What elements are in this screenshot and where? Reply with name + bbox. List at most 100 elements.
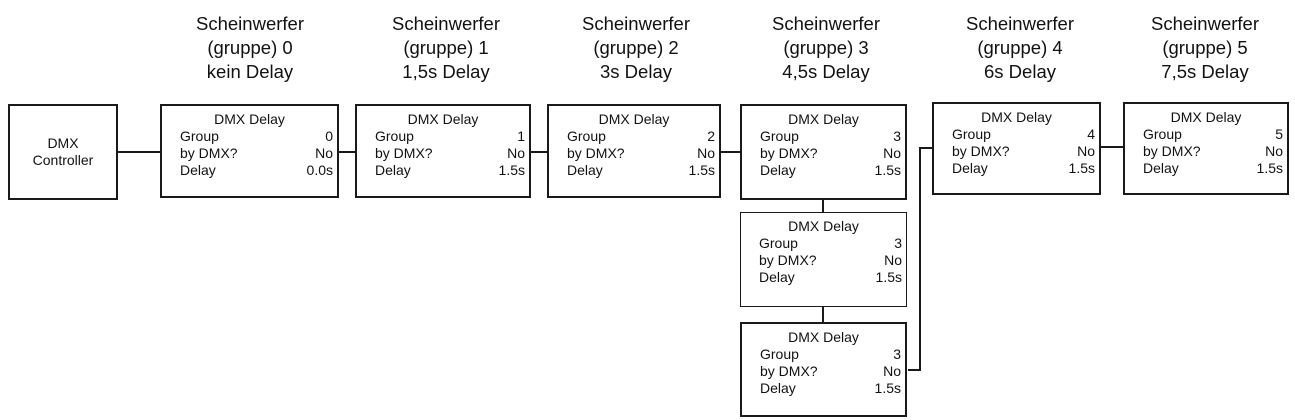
header-group-5: Scheinwerfer (gruppe) 5 7,5s Delay bbox=[1105, 12, 1295, 84]
box-row-delay: Delay 1.5s bbox=[742, 380, 905, 397]
header-line: Scheinwerfer bbox=[1151, 13, 1259, 34]
row-label: Group bbox=[952, 126, 991, 142]
dmx-controller-box: DMX Controller bbox=[8, 104, 118, 200]
row-value: 5 bbox=[1275, 126, 1283, 142]
row-label: Delay bbox=[375, 162, 411, 178]
link-g3c-g4 bbox=[908, 147, 932, 371]
box-title: DMX Delay bbox=[788, 218, 859, 234]
row-label: Group bbox=[180, 128, 219, 144]
box-title: DMX Delay bbox=[214, 111, 285, 127]
header-line: Scheinwerfer bbox=[772, 13, 880, 34]
row-label: Group bbox=[1143, 126, 1182, 142]
row-label: Group bbox=[760, 346, 799, 362]
box-row-by-dmx: by DMX? No bbox=[741, 252, 906, 269]
row-label: Delay bbox=[760, 380, 796, 396]
dmx-delay-box-group-1: DMX Delay Group 1 by DMX?No Delay 1.5s bbox=[355, 104, 531, 198]
row-label: by DMX? bbox=[952, 143, 1010, 159]
row-value: 1.5s bbox=[874, 162, 901, 178]
row-label: Group bbox=[760, 128, 799, 144]
header-group-2: Scheinwerfer (gruppe) 2 3s Delay bbox=[536, 12, 736, 84]
row-value: 1.5s bbox=[875, 269, 902, 285]
row-value: No bbox=[697, 145, 715, 161]
box-row-by-dmx: by DMX? No bbox=[1125, 143, 1287, 160]
row-label: by DMX? bbox=[759, 252, 817, 268]
box-row-by-dmx: by DMX?No bbox=[357, 145, 529, 162]
box-row-by-dmx: by DMX? No bbox=[934, 143, 1099, 160]
box-title: DMX Delay bbox=[407, 111, 479, 127]
header-group-0: Scheinwerfer (gruppe) 0 kein Delay bbox=[150, 12, 350, 84]
row-label: by DMX? bbox=[1143, 143, 1201, 159]
row-label: Delay bbox=[759, 269, 795, 285]
box-row-group: Group 5 bbox=[1125, 126, 1287, 143]
box-row-delay: Delay 1.5s bbox=[741, 269, 906, 286]
box-title: DMX Delay bbox=[981, 109, 1052, 125]
header-line: (gruppe) 1 bbox=[403, 37, 489, 58]
row-value: 3 bbox=[893, 128, 901, 144]
row-label: Group bbox=[759, 235, 798, 251]
header-line: 6s Delay bbox=[984, 61, 1056, 82]
row-label: by DMX? bbox=[760, 363, 818, 379]
row-value: 0 bbox=[325, 128, 333, 144]
row-value: No bbox=[315, 145, 333, 161]
row-value: 1.5s bbox=[874, 380, 901, 396]
row-label: by DMX? bbox=[567, 145, 625, 161]
row-value: No bbox=[1077, 143, 1095, 159]
header-line: kein Delay bbox=[206, 61, 294, 82]
header-group-3: Scheinwerfer (gruppe) 3 4,5s Delay bbox=[726, 12, 926, 84]
controller-label: Controller bbox=[32, 152, 94, 168]
box-row-group: Group 0 bbox=[162, 128, 337, 145]
header-line: Scheinwerfer bbox=[966, 13, 1074, 34]
row-value: No bbox=[884, 252, 902, 268]
row-value: 3 bbox=[893, 346, 901, 362]
header-line: Scheinwerfer bbox=[196, 13, 304, 34]
row-label: by DMX? bbox=[760, 145, 818, 161]
row-value: 3 bbox=[894, 235, 902, 251]
header-line: Scheinwerfer bbox=[392, 13, 500, 34]
box-row-by-dmx: by DMX? No bbox=[549, 145, 719, 162]
header-line: (gruppe) 0 bbox=[207, 37, 293, 58]
row-value: 2 bbox=[707, 128, 715, 144]
header-group-4: Scheinwerfer (gruppe) 4 6s Delay bbox=[920, 12, 1120, 84]
row-label: Delay bbox=[567, 162, 603, 178]
box-row-group: Group 3 bbox=[742, 346, 905, 363]
row-value: No bbox=[507, 145, 525, 161]
header-line: (gruppe) 4 bbox=[977, 37, 1063, 58]
row-label: Delay bbox=[760, 162, 796, 178]
box-row-group: Group 3 bbox=[741, 235, 906, 252]
header-line: (gruppe) 2 bbox=[593, 37, 679, 58]
row-value: 1.5s bbox=[688, 162, 715, 178]
row-value: No bbox=[883, 145, 901, 161]
header-line: 4,5s Delay bbox=[782, 61, 870, 82]
box-row-by-dmx: by DMX?No bbox=[162, 145, 337, 162]
box-row-group: Group 1 bbox=[357, 128, 529, 145]
row-value: No bbox=[1265, 143, 1283, 159]
header-line: 1,5s Delay bbox=[402, 61, 490, 82]
row-label: Delay bbox=[1143, 160, 1179, 176]
box-row-group: Group 3 bbox=[742, 128, 905, 145]
box-row-by-dmx: by DMX? No bbox=[742, 145, 905, 162]
row-value: No bbox=[883, 363, 901, 379]
header-line: 3s Delay bbox=[600, 61, 672, 82]
box-row-delay: Delay 1.5s bbox=[742, 162, 905, 179]
row-label: Group bbox=[375, 128, 414, 144]
box-row-delay: Delay 1.5s bbox=[549, 162, 719, 179]
row-label: Delay bbox=[180, 162, 216, 178]
dmx-delay-box-group-3-b: DMX Delay Group 3 by DMX? No Delay 1.5s bbox=[740, 212, 907, 307]
header-line: (gruppe) 5 bbox=[1162, 37, 1248, 58]
row-value: 1 bbox=[517, 128, 525, 144]
row-value: 1.5s bbox=[498, 162, 525, 178]
row-label: Delay bbox=[952, 160, 988, 176]
box-title: DMX Delay bbox=[598, 111, 670, 127]
box-title: DMX Delay bbox=[788, 329, 859, 345]
header-line: (gruppe) 3 bbox=[783, 37, 869, 58]
